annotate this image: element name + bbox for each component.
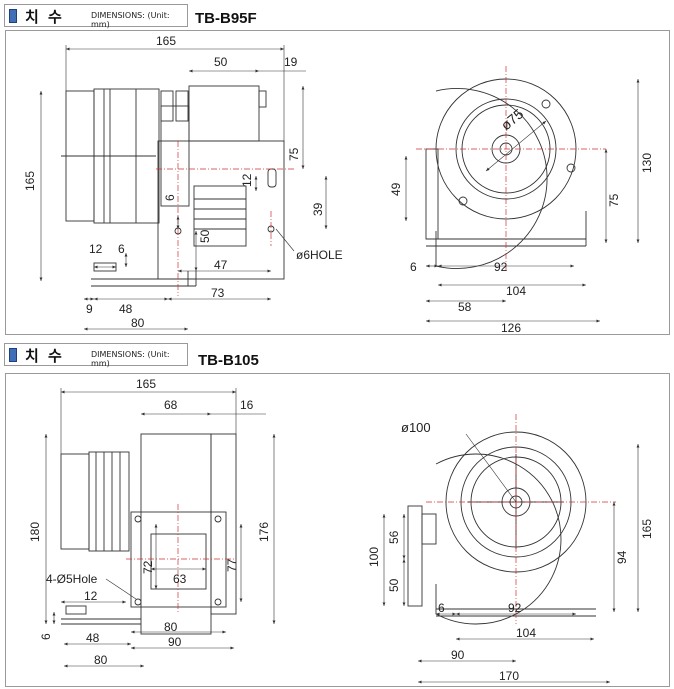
dim-56: 56 (387, 530, 401, 544)
center-lines-b105 (126, 504, 236, 614)
dim-text-b105: 165 68 16 180 176 72 77 63 4-Ø5Hole 12 6… (28, 377, 654, 683)
dim-92: 92 (508, 601, 522, 615)
dim-130: 130 (640, 153, 654, 173)
dim-6v: 6 (39, 633, 53, 640)
header-title: 치 수 (25, 347, 64, 365)
dim-104: 104 (516, 626, 536, 640)
dim-39: 39 (311, 202, 325, 216)
dim-lines-b105 (44, 388, 640, 684)
dim-180: 180 (28, 522, 42, 542)
dim-9: 9 (86, 302, 93, 316)
header-unit: DIMENSIONS: (Unit: mm) (91, 350, 170, 368)
dim-12: 12 (84, 589, 98, 603)
dim-6f: 6 (410, 260, 417, 274)
hole-label: 4-Ø5Hole (46, 572, 98, 586)
model-label-bottom: TB-B105 (198, 352, 259, 369)
dim-58: 58 (458, 300, 472, 314)
model-label-top: TB-B95F (195, 10, 257, 27)
dim-80b: 80 (94, 653, 108, 667)
header-mark-icon (9, 9, 17, 23)
dim-16: 16 (240, 398, 254, 412)
dim-text-b95f: 165 50 19 165 75 12 39 6 50 ø6HOLE 12 6 … (23, 34, 654, 335)
dim-19: 19 (284, 55, 298, 69)
dim-165w: 165 (156, 34, 176, 48)
dim-lines-b95f (39, 45, 640, 331)
dim-50: 50 (214, 55, 228, 69)
dim-165v: 165 (640, 519, 654, 539)
dim-75b: 75 (607, 193, 621, 207)
dim-12h: 12 (89, 242, 103, 256)
dim-dia100: ø100 (401, 420, 431, 435)
dim-77: 77 (225, 558, 239, 572)
dim-68: 68 (164, 398, 178, 412)
dim-90: 90 (168, 635, 182, 649)
dim-12v: 12 (240, 173, 254, 187)
dim-6h: 6 (118, 242, 125, 256)
section-header-top: 치 수 DIMENSIONS: (Unit: mm) (4, 4, 188, 29)
dim-176: 176 (257, 522, 271, 542)
drawing-panel-b105: 165 68 16 180 176 72 77 63 4-Ø5Hole 12 6… (5, 373, 670, 687)
dim-50v: 50 (198, 229, 212, 243)
dim-50: 50 (387, 578, 401, 592)
front-center-lines-b105 (426, 414, 616, 624)
section-header-bottom: 치 수 DIMENSIONS: (Unit: mm) (4, 343, 188, 368)
dim-170: 170 (499, 669, 519, 683)
dim-75a: 75 (287, 147, 301, 161)
dim-dia75: ø75 (498, 105, 527, 133)
header-unit: DIMENSIONS: (Unit: mm) (91, 11, 170, 29)
center-lines-b95f (156, 141, 296, 296)
front-view-b105 (407, 431, 596, 625)
dim-126: 126 (501, 321, 521, 335)
header-title: 치 수 (25, 8, 64, 26)
header-mark-icon (9, 348, 17, 362)
dim-6v: 6 (163, 194, 177, 201)
dim-165w: 165 (136, 377, 156, 391)
dim-100: 100 (367, 547, 381, 567)
dim-63: 63 (173, 572, 187, 586)
dim-47: 47 (214, 258, 228, 272)
dim-49: 49 (389, 182, 403, 196)
dim-104: 104 (506, 284, 526, 298)
dim-48: 48 (119, 302, 133, 316)
dim-6f: 6 (438, 601, 445, 615)
drawing-panel-b95f: 165 50 19 165 75 12 39 6 50 ø6HOLE 12 6 … (5, 30, 670, 335)
dim-72: 72 (141, 560, 155, 574)
dim-80: 80 (131, 316, 145, 330)
hole-label: ø6HOLE (296, 248, 343, 262)
dim-92: 92 (494, 260, 508, 274)
dim-165h: 165 (23, 171, 37, 191)
dim-73: 73 (211, 286, 225, 300)
drawing-b95f: 165 50 19 165 75 12 39 6 50 ø6HOLE 12 6 … (23, 34, 654, 335)
dim-94: 94 (615, 550, 629, 564)
dim-90f: 90 (451, 648, 465, 662)
dim-80a: 80 (164, 620, 178, 634)
front-center-lines-b95f (416, 66, 606, 271)
drawing-b105: 165 68 16 180 176 72 77 63 4-Ø5Hole 12 6… (28, 377, 654, 684)
side-view-b95f (61, 85, 285, 287)
dim-48: 48 (86, 631, 100, 645)
side-view-b105 (60, 433, 237, 635)
